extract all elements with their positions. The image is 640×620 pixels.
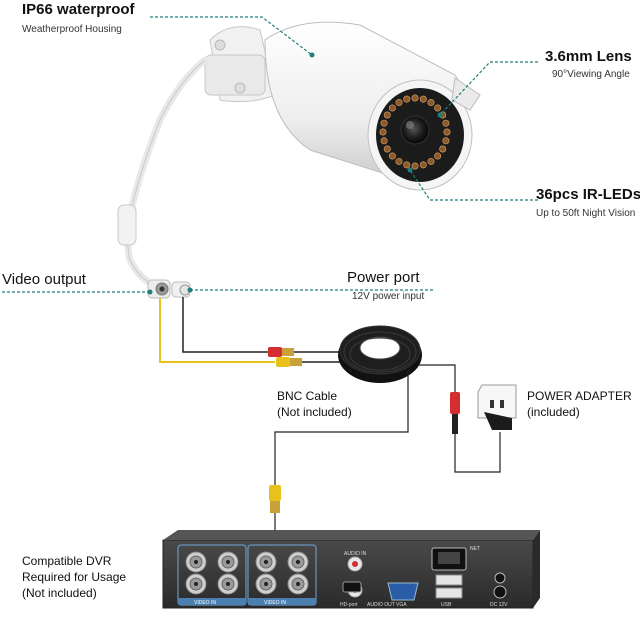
power-port-title: Power port xyxy=(347,269,420,286)
camera-body xyxy=(264,21,481,191)
ir-led xyxy=(380,119,388,127)
ir-led xyxy=(411,162,419,170)
ir-led xyxy=(419,161,427,169)
dvr-label-line2: Required for Usage xyxy=(22,570,127,584)
ir-led xyxy=(403,95,411,103)
ir-led xyxy=(395,157,403,165)
bnc-cable-line2: (Not included) xyxy=(277,405,352,419)
ip66-title: IP66 waterproof xyxy=(22,1,135,18)
video-output-label: Video output xyxy=(2,271,86,288)
bnc-to-dvr-wire xyxy=(274,370,409,488)
ir-led xyxy=(439,145,447,153)
power-adapter-line1: POWER ADAPTER xyxy=(527,389,632,403)
ir-led xyxy=(383,145,391,153)
power-wire xyxy=(182,297,270,353)
ir-led xyxy=(388,152,396,160)
dvr-video-in-label-1: VIDEO IN xyxy=(194,600,216,606)
lens-title: 3.6mm Lens xyxy=(545,48,632,65)
power-adapter xyxy=(477,384,517,430)
dvr-vga-label: VGA xyxy=(396,602,407,608)
ir-led xyxy=(434,104,442,112)
ir-subtitle: Up to 50ft Night Vision xyxy=(536,208,636,219)
callout-lines xyxy=(2,16,538,293)
adapter-plug xyxy=(450,392,460,414)
camera-cable xyxy=(124,56,209,289)
camera-mount xyxy=(204,26,276,103)
power-adapter-label: POWER ADAPTER (included) xyxy=(527,388,632,420)
bnc-cable-label: BNC Cable (Not included) xyxy=(277,388,352,420)
video-wire xyxy=(159,298,275,363)
bnc-cable-line1: BNC Cable xyxy=(277,389,338,403)
ir-led xyxy=(388,104,396,112)
ir-led xyxy=(395,99,403,107)
dvr-usb-label: USB xyxy=(441,602,452,608)
ir-led xyxy=(411,94,419,102)
power-adapter-line2: (included) xyxy=(527,405,580,419)
ir-led-ring xyxy=(379,94,451,170)
dvr-video-in-label-2: VIDEO IN xyxy=(264,600,286,606)
ir-led xyxy=(383,111,391,119)
lens-subtitle: 90°Viewing Angle xyxy=(552,69,630,80)
power-port-subtitle: 12V power input xyxy=(352,291,425,302)
dvr-recorder xyxy=(162,530,540,609)
ir-led xyxy=(442,137,450,145)
ir-led xyxy=(427,157,435,165)
dvr-hd-port-label: HD-port xyxy=(340,602,358,608)
dvr-bnc-ports xyxy=(185,551,309,595)
camera-lens xyxy=(400,115,430,145)
cable-strain-relief xyxy=(117,204,137,246)
ir-led xyxy=(380,137,388,145)
ip66-subtitle: Weatherproof Housing xyxy=(22,24,122,35)
pigtail-connectors xyxy=(147,279,191,299)
ir-led xyxy=(427,99,435,107)
dvr-dc-label: DC 12V xyxy=(490,602,508,608)
ir-led xyxy=(442,119,450,127)
dvr-net-label: NET xyxy=(470,546,480,552)
dvr-label-line3: (Not included) xyxy=(22,586,97,600)
ir-led xyxy=(379,128,387,136)
bnc-dc-plugs xyxy=(268,347,345,367)
ir-led xyxy=(443,128,451,136)
dvr-audio-in-label: AUDIO IN xyxy=(344,551,367,557)
ir-title: 36pcs IR-LEDs xyxy=(536,186,640,203)
ir-led xyxy=(403,161,411,169)
ir-led xyxy=(434,152,442,160)
dvr-label: Compatible DVR Required for Usage (Not i… xyxy=(22,553,126,601)
dvr-audio-out-label: AUDIO OUT xyxy=(367,602,395,608)
ir-led xyxy=(419,95,427,103)
bnc-cable-coil xyxy=(338,325,422,383)
dvr-label-line1: Compatible DVR xyxy=(22,554,112,568)
